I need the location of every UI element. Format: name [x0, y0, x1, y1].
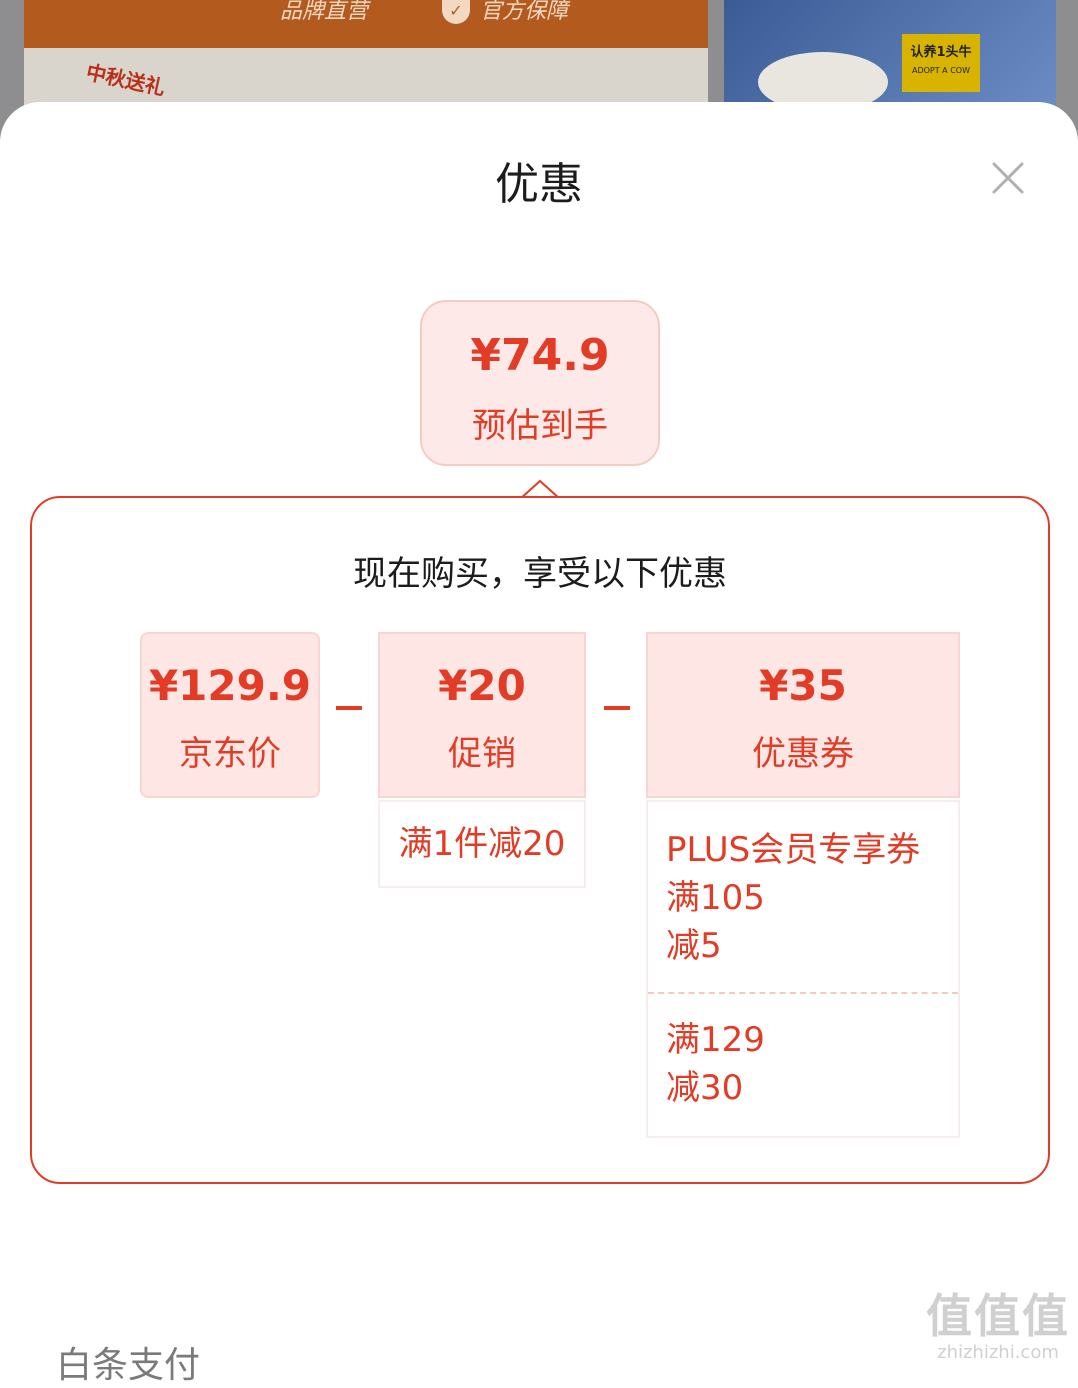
background-page: 品牌直营 ✓ 官方保障 中秋送礼 认养1头牛 ADOPT A COW — [0, 0, 1078, 140]
brand-tag-subtext: ADOPT A COW — [912, 66, 970, 75]
coupon-item-discount: 减5 — [666, 926, 722, 966]
watermark-url: zhizhizhi.com — [937, 1342, 1059, 1363]
brand-tag: 认养1头牛 ADOPT A COW — [902, 34, 980, 92]
mid-autumn-promo-label: 中秋送礼 — [84, 59, 168, 101]
sheet-title: 优惠 — [495, 159, 583, 210]
brand-direct-label: 品牌直营 — [280, 0, 369, 24]
estimated-price-box: ¥74.9 预估到手 — [420, 300, 660, 466]
estimated-price-label: 预估到手 — [472, 406, 608, 446]
coupon-label: 优惠券 — [752, 734, 854, 774]
jd-price-chip: ¥129.9 京东价 — [140, 632, 320, 798]
close-button[interactable] — [988, 158, 1028, 198]
discount-sheet: 优惠 ¥74.9 预估到手 现在购买，享受以下优惠 ¥129.9 京东价 ¥20… — [0, 102, 1078, 1386]
coupon-list: PLUS会员专享券 满105 减5 满129 减30 — [646, 800, 960, 1138]
promotion-chip: ¥20 促销 — [378, 632, 586, 798]
official-guarantee-label: 官方保障 — [480, 0, 569, 24]
promotion-detail: 满1件减20 — [378, 800, 586, 888]
deal-breakdown-frame: 现在购买，享受以下优惠 ¥129.9 京东价 ¥20 促销 满1件减20 ¥35… — [30, 496, 1050, 1184]
watermark: 值值值 zhizhizhi.com — [926, 1290, 1070, 1363]
watermark-logo: 值值值 — [926, 1289, 1070, 1343]
coupon-item: PLUS会员专享券 满105 减5 — [648, 802, 958, 992]
jd-price-amount: ¥129.9 — [148, 661, 312, 710]
coupon-item-threshold: 满129 — [666, 1020, 765, 1060]
jd-price-label: 京东价 — [179, 734, 281, 774]
shield-check-icon: ✓ — [442, 0, 470, 24]
minus-icon — [336, 706, 362, 710]
coupon-amount: ¥35 — [759, 661, 847, 710]
close-icon — [992, 162, 1024, 194]
promotion-amount: ¥20 — [438, 661, 526, 710]
coupon-divider — [648, 992, 958, 994]
coupon-item: 满129 减30 — [648, 994, 958, 1134]
baitiao-payment-title: 白条支付 — [56, 1345, 201, 1386]
estimated-price: ¥74.9 — [470, 330, 610, 381]
brand-tag-text: 认养1头牛 — [910, 45, 972, 60]
promotion-detail-text: 满1件减20 — [398, 824, 566, 864]
minus-icon — [604, 706, 630, 710]
deal-heading: 现在购买，享受以下优惠 — [353, 554, 727, 594]
pointer-notch — [520, 479, 560, 500]
coupon-item-discount: 减30 — [666, 1068, 744, 1108]
promotion-label: 促销 — [448, 734, 516, 774]
coupon-item-threshold: 满105 — [666, 878, 765, 918]
coupon-item-title: PLUS会员专享券 — [666, 830, 921, 870]
coupon-chip: ¥35 优惠券 — [646, 632, 960, 798]
